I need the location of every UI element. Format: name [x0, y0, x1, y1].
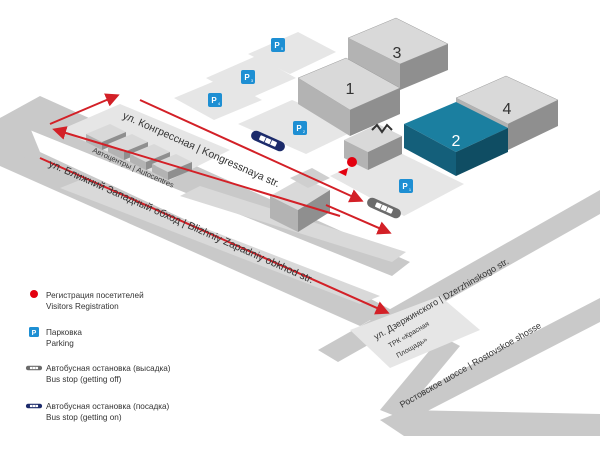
- hall-2[interactable]: 2: [404, 102, 508, 176]
- svg-text:2: 2: [303, 129, 306, 134]
- bus-getting-off-legend-icon: [25, 365, 43, 371]
- parking-3[interactable]: P 3: [241, 70, 255, 84]
- legend-parking-en: Parking: [46, 339, 74, 348]
- expo-logo-icon: [371, 123, 393, 134]
- road-west-connector: [0, 108, 40, 166]
- legend-parking-ru: Парковка: [46, 328, 82, 337]
- bus-getting-on-legend-icon: [25, 403, 43, 409]
- svg-text:P: P: [32, 330, 37, 337]
- svg-text:P: P: [402, 182, 408, 191]
- central-complex: [270, 168, 330, 232]
- block-mall-area: [350, 296, 480, 368]
- legend-registration-ru: Регистрация посетителей: [46, 291, 144, 300]
- route-arrow: [52, 126, 341, 217]
- hall-number: 2: [452, 133, 461, 150]
- legend-busoff-en: Bus stop (getting off): [46, 375, 122, 384]
- svg-text:P: P: [211, 96, 217, 105]
- parking-2[interactable]: P 2: [293, 121, 307, 135]
- autocentre-building: [152, 154, 192, 180]
- legend-registration-en: Visitors Registration: [46, 302, 119, 311]
- svg-text:1: 1: [409, 187, 412, 192]
- hall-number: 4: [503, 101, 512, 118]
- entrance-building: [344, 124, 402, 170]
- route-arrow: [49, 93, 120, 125]
- route-arrows: [39, 93, 392, 315]
- registration-dot-icon: [30, 290, 38, 298]
- legend-buson-en: Bus stop (getting on): [46, 413, 122, 422]
- parking-1[interactable]: P 1: [399, 179, 413, 193]
- svg-text:4: 4: [218, 101, 221, 106]
- block-parking-5: [248, 32, 336, 74]
- svg-text:P: P: [296, 124, 302, 133]
- legend: Регистрация посетителей Visitors Registr…: [25, 290, 171, 422]
- legend-busoff-ru: Автобусная остановка (высадка): [46, 364, 171, 373]
- hall-1[interactable]: 1: [297, 57, 401, 136]
- hall-3[interactable]: 3: [347, 17, 449, 90]
- registration-arrow-icon: [338, 168, 348, 176]
- route-arrow: [39, 157, 390, 315]
- route-arrow: [325, 204, 392, 235]
- parking-4[interactable]: P 4: [208, 93, 222, 107]
- road-bottom: [380, 410, 600, 436]
- svg-text:P: P: [274, 41, 280, 50]
- route-arrow: [139, 99, 364, 203]
- svg-text:3: 3: [251, 78, 254, 83]
- hall-number: 3: [393, 45, 402, 62]
- svg-text:5: 5: [281, 46, 284, 51]
- parking-legend-icon: P: [29, 327, 39, 337]
- parking-5[interactable]: P 5: [271, 38, 285, 52]
- legend-buson-ru: Автобусная остановка (посадка): [46, 402, 170, 411]
- hall-number: 1: [346, 81, 355, 98]
- svg-text:P: P: [244, 73, 250, 82]
- registration-marker[interactable]: [338, 157, 357, 176]
- road-rostov-east: [388, 298, 600, 420]
